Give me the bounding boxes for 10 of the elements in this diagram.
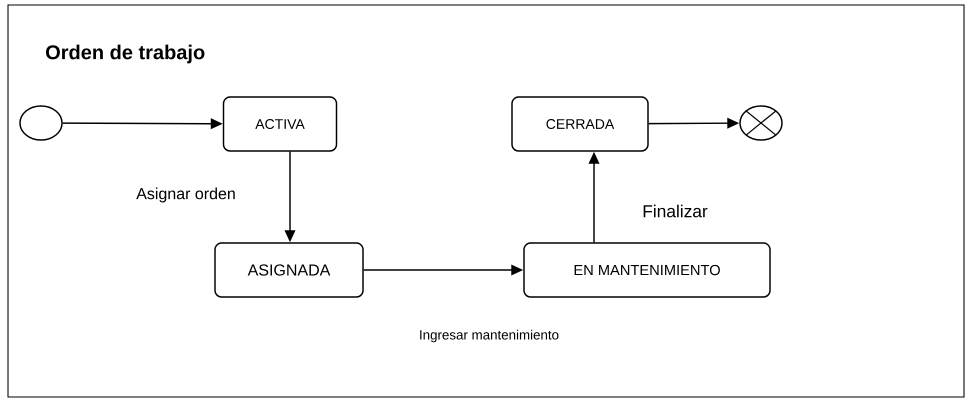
start-circle	[19, 105, 63, 141]
edge-label: Ingresar mantenimiento	[418, 328, 560, 344]
edge-label: Asignar orden	[134, 186, 238, 204]
state-box: ASIGNADA	[214, 242, 364, 298]
end-circle	[739, 105, 783, 141]
title: Orden de trabajo	[46, 44, 204, 64]
state-box: CERRADA	[511, 96, 649, 152]
state-box: ACTIVA	[222, 96, 338, 152]
edge-label: Finalizar	[640, 203, 710, 219]
state-box: EN MANTENIMIENTO	[523, 242, 771, 298]
